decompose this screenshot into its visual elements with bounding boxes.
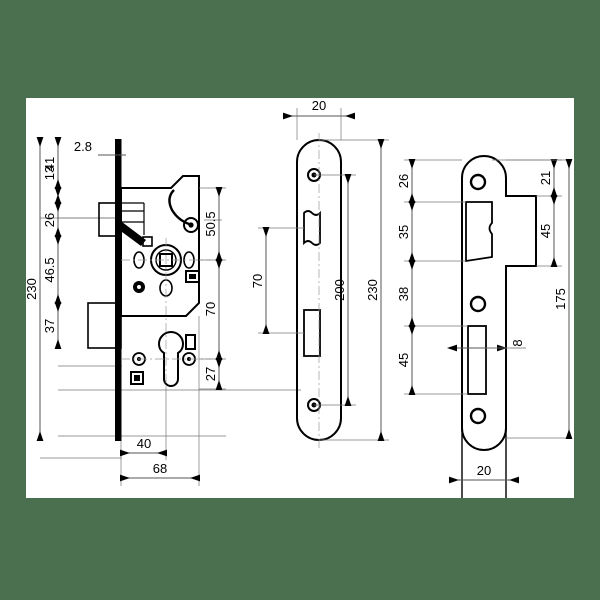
strike-latch-cutout — [465, 201, 493, 263]
dim-top-to-latch-cutout: 26 — [396, 174, 411, 188]
latch-opening — [303, 210, 321, 246]
latch-bolt — [98, 202, 122, 237]
left-view-right-dimensions: 50.5 70 27 — [203, 187, 223, 390]
dim-bolt-cutout-width: 8 — [510, 339, 525, 346]
faceplate-strip — [115, 139, 121, 441]
left-view-bottom-dimensions: 40 68 — [120, 436, 200, 482]
dim-case-depth: 68 — [153, 461, 167, 476]
dead-bolt — [87, 302, 122, 349]
centre-lines — [121, 238, 211, 388]
left-view-dimensions: 230 41 13 26 46.5 37 2.8 — [26, 137, 126, 441]
dim-strike-length: 175 — [553, 288, 568, 310]
dim-bolt-height: 37 — [42, 319, 57, 333]
bolt-opening — [303, 309, 321, 357]
strike-right-dimensions: 21 45 — [538, 159, 558, 267]
dim-latch-to-bolt-centers: 70 — [250, 274, 265, 288]
dim-latch-cutout-height: 35 — [396, 225, 411, 239]
strike-bolt-cutout — [467, 325, 487, 395]
dim-bolt-cutout-height: 45 — [396, 353, 411, 367]
lever-pivot-outer — [183, 217, 199, 233]
cylinder-cam-slot — [185, 334, 196, 350]
dim-latch-upper: 13 — [42, 166, 57, 180]
dim-overall-height: 230 — [26, 278, 39, 300]
drawing-sheet: 230 41 13 26 46.5 37 2.8 — [26, 98, 574, 498]
dim-cylinder-to-bottom: 27 — [203, 367, 218, 381]
latch-pin — [142, 236, 153, 247]
lock-case-outline — [120, 175, 200, 317]
handing-marker-lower — [130, 371, 144, 385]
dim-faceplate-width: 20 — [312, 98, 326, 113]
strike-screw-middle — [469, 295, 487, 313]
handing-marker-right — [185, 270, 200, 283]
euro-cylinder-profile — [157, 331, 185, 387]
faceplate-front-view: 20 70 200 — [250, 98, 389, 448]
dim-faceplate-length: 230 — [365, 279, 380, 301]
strike-plate-view: 26 35 38 45 21 — [396, 155, 573, 498]
strike-screw-bottom — [469, 407, 487, 425]
latch-follower-arm — [122, 222, 146, 246]
strike-left-dimensions: 26 35 38 45 — [396, 159, 416, 395]
strike-screw-top — [469, 173, 487, 191]
lever-pivot-inner — [188, 222, 194, 228]
strike-plate-outline — [461, 155, 537, 451]
dim-lip-height: 45 — [538, 224, 553, 238]
dim-spindle-to-cylinder: 70 — [203, 302, 218, 316]
dim-top-to-spindle: 50.5 — [203, 211, 218, 236]
dim-backset: 40 — [137, 436, 151, 451]
dim-faceplate-thickness: 2.8 — [74, 139, 92, 154]
lock-body-side-view: 230 41 13 26 46.5 37 2.8 — [26, 137, 226, 486]
dim-latch-height: 26 — [42, 213, 57, 227]
dim-lip-top-offset: 21 — [538, 171, 553, 185]
technical-drawing-svg: 230 41 13 26 46.5 37 2.8 — [26, 98, 573, 498]
dim-strike-width: 20 — [477, 463, 491, 478]
dim-screw-hole-spacing: 200 — [332, 279, 347, 301]
lever-hook — [168, 189, 190, 226]
dim-top-to-latch: 41 — [42, 157, 57, 171]
extension-lines-group — [40, 217, 301, 459]
dim-latch-to-bolt: 46.5 — [42, 257, 57, 282]
dim-cutout-gap: 38 — [396, 287, 411, 301]
